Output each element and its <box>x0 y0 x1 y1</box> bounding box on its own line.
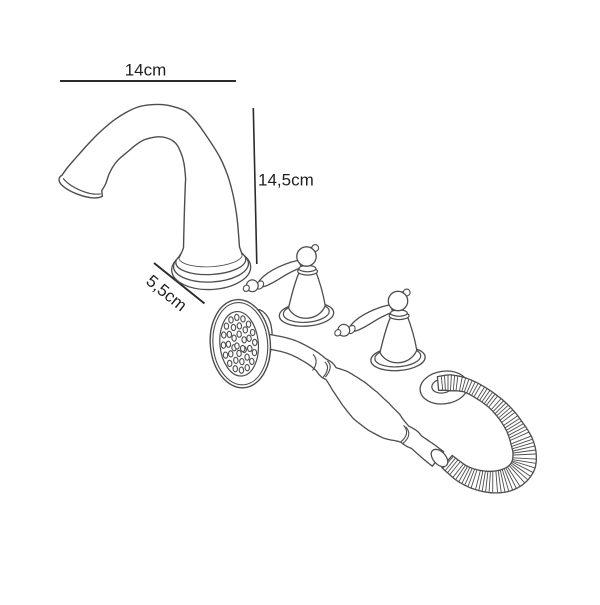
svg-text:14,5cm: 14,5cm <box>258 171 314 190</box>
svg-text:14cm: 14cm <box>125 61 167 80</box>
